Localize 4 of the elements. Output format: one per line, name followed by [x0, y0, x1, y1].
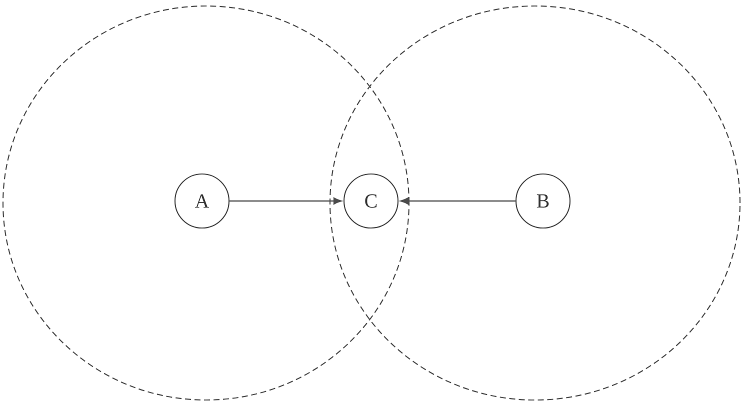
- range-circle: [2, 5, 410, 401]
- arrow: [230, 198, 342, 204]
- arrow: [400, 198, 516, 204]
- range-circle: [329, 5, 741, 401]
